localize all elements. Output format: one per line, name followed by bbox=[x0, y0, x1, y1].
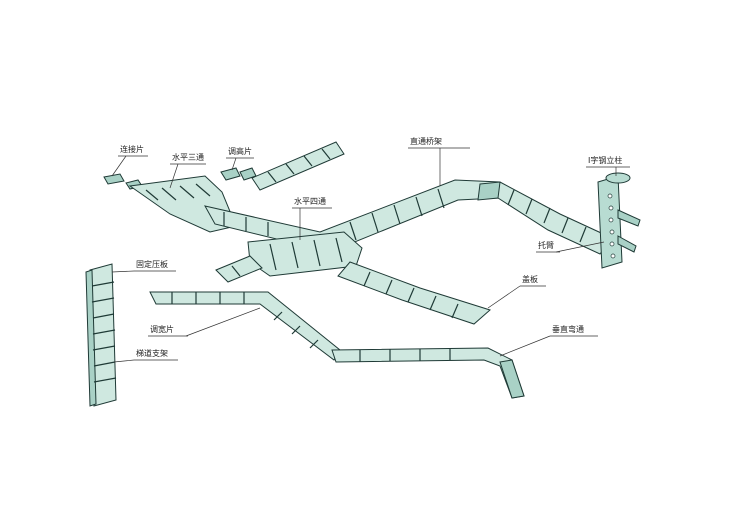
label-cover-plate: 盖板 bbox=[487, 274, 546, 309]
width-adjuster-label: 调宽片 bbox=[150, 324, 174, 334]
support-arm-label: 托臂 bbox=[538, 240, 554, 250]
ladder-support-label: 梯道支架 bbox=[136, 348, 168, 358]
label-straight-tray: 直通桥架 bbox=[408, 136, 470, 186]
horizontal-tee-label: 水平三通 bbox=[172, 152, 204, 162]
label-connector: 连接片 bbox=[111, 144, 148, 177]
i-steel-column-label: I字钢立柱 bbox=[588, 155, 622, 165]
vertical-bend-label: 垂直弯通 bbox=[552, 324, 584, 334]
vertical-bend-run bbox=[331, 347, 525, 399]
label-fixed-clamp: 固定压板 bbox=[111, 259, 176, 273]
fixed-clamp-label: 固定压板 bbox=[136, 259, 168, 269]
ladder-support bbox=[85, 263, 117, 407]
label-adjuster-plate: 调高片 bbox=[226, 146, 254, 171]
label-width-adjuster: 调宽片 bbox=[148, 307, 261, 337]
label-horizontal-cross: 水平四通 bbox=[292, 196, 332, 240]
label-ladder-support: 梯道支架 bbox=[113, 348, 178, 363]
adjuster-plate-label: 调高片 bbox=[228, 146, 252, 156]
adjuster-plates bbox=[220, 167, 257, 181]
label-support-arm: 托臂 bbox=[536, 240, 605, 253]
width-adjuster-run bbox=[149, 291, 341, 361]
label-i-steel-column: I字钢立柱 bbox=[586, 155, 630, 176]
cover-plate-run bbox=[337, 261, 491, 325]
label-horizontal-tee: 水平三通 bbox=[169, 152, 206, 189]
upper-straight-segment bbox=[251, 141, 345, 191]
lower-left-branch bbox=[215, 255, 263, 283]
cover-plate-label: 盖板 bbox=[522, 274, 538, 284]
horizontal-tee bbox=[128, 175, 237, 233]
label-vertical-bend: 垂直弯通 bbox=[499, 324, 598, 357]
connector-label: 连接片 bbox=[120, 144, 144, 154]
straight-tray-label: 直通桥架 bbox=[410, 136, 442, 146]
i-steel-column bbox=[597, 172, 641, 269]
horizontal-cross-label: 水平四通 bbox=[294, 196, 326, 206]
